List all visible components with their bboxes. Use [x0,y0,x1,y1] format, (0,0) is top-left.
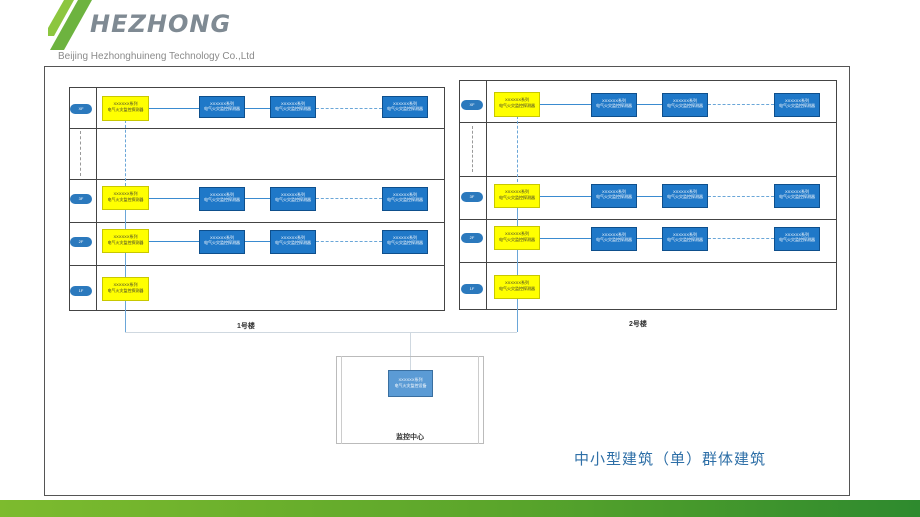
floor-label-xf: XF [70,104,92,114]
detector-unit: XXXXXX系列电气火灾监控探测器 [662,184,708,208]
detector-unit: XXXXXX系列电气火灾监控探测器 [591,93,637,117]
brand-logo-text: HEZHONG [90,10,232,38]
detector-unit: XXXXXX系列电气火灾监控探测器 [199,187,245,211]
building-2-caption: 2号楼 [629,321,647,328]
monitoring-host: XXXXXX系列电气火灾监控设备 [388,370,433,397]
building-1-caption: 1号楼 [237,323,255,330]
controller-b1-1f: XXXXXX系列电气火灾监控探测器 [102,277,149,301]
detector-unit: XXXXXX系列电气火灾监控探测器 [199,96,245,118]
detector-unit: XXXXXX系列电气火灾监控探测器 [382,187,428,211]
control-center-caption: 监控中心 [396,434,424,441]
controller-b2-3f: XXXXXX系列电气火灾监控探测器 [494,184,540,208]
detector-unit: XXXXXX系列电气火灾监控探测器 [382,230,428,254]
floor-label-2f: 2F [461,233,483,243]
detector-unit: XXXXXX系列电气火灾监控探测器 [270,187,316,211]
detector-unit: XXXXXX系列电气火灾监控探测器 [382,96,428,118]
detector-unit: XXXXXX系列电气火灾监控探测器 [662,227,708,251]
detector-unit: XXXXXX系列电气火灾监控探测器 [774,184,820,208]
detector-unit: XXXXXX系列电气火灾监控探测器 [591,184,637,208]
floor-label-3f: 3F [70,194,92,204]
controller-b2-1f: XXXXXX系列电气火灾监控探测器 [494,275,540,299]
building-2 [459,80,837,310]
floor-label-2f: 2F [70,237,92,247]
detector-unit: XXXXXX系列电气火灾监控探测器 [270,230,316,254]
slide-title: 中小型建筑（单）群体建筑 [574,450,767,468]
detector-unit: XXXXXX系列电气火灾监控探测器 [774,93,820,117]
controller-b2-2f: XXXXXX系列电气火灾监控探测器 [494,226,540,250]
company-name: Beijing Hezhonghuineng Technology Co.,Lt… [58,51,255,62]
detector-unit: XXXXXX系列电气火灾监控探测器 [662,93,708,117]
detector-unit: XXXXXX系列电气火灾监控探测器 [591,227,637,251]
detector-unit: XXXXXX系列电气火灾监控探测器 [199,230,245,254]
detector-unit: XXXXXX系列电气火灾监控探测器 [774,227,820,251]
floor-label-1f: 1F [461,284,483,294]
logo-slash-icon [48,0,92,50]
control-center-room [336,356,484,444]
controller-b2-xf: XXXXXX系列电气火灾监控探测器 [494,92,540,117]
controller-b1-3f: XXXXXX系列电气火灾监控探测器 [102,186,149,210]
building-1 [69,87,445,311]
controller-b1-2f: XXXXXX系列电气火灾监控探测器 [102,229,149,253]
floor-label-xf: XF [461,100,483,110]
floor-label-3f: 3F [461,192,483,202]
footer-bar [0,500,920,517]
floor-label-1f: 1F [70,286,92,296]
diagram-frame [44,66,850,496]
detector-unit: XXXXXX系列电气火灾监控探测器 [270,96,316,118]
controller-b1-xf: XXXXXX系列电气火灾监控探测器 [102,96,149,121]
